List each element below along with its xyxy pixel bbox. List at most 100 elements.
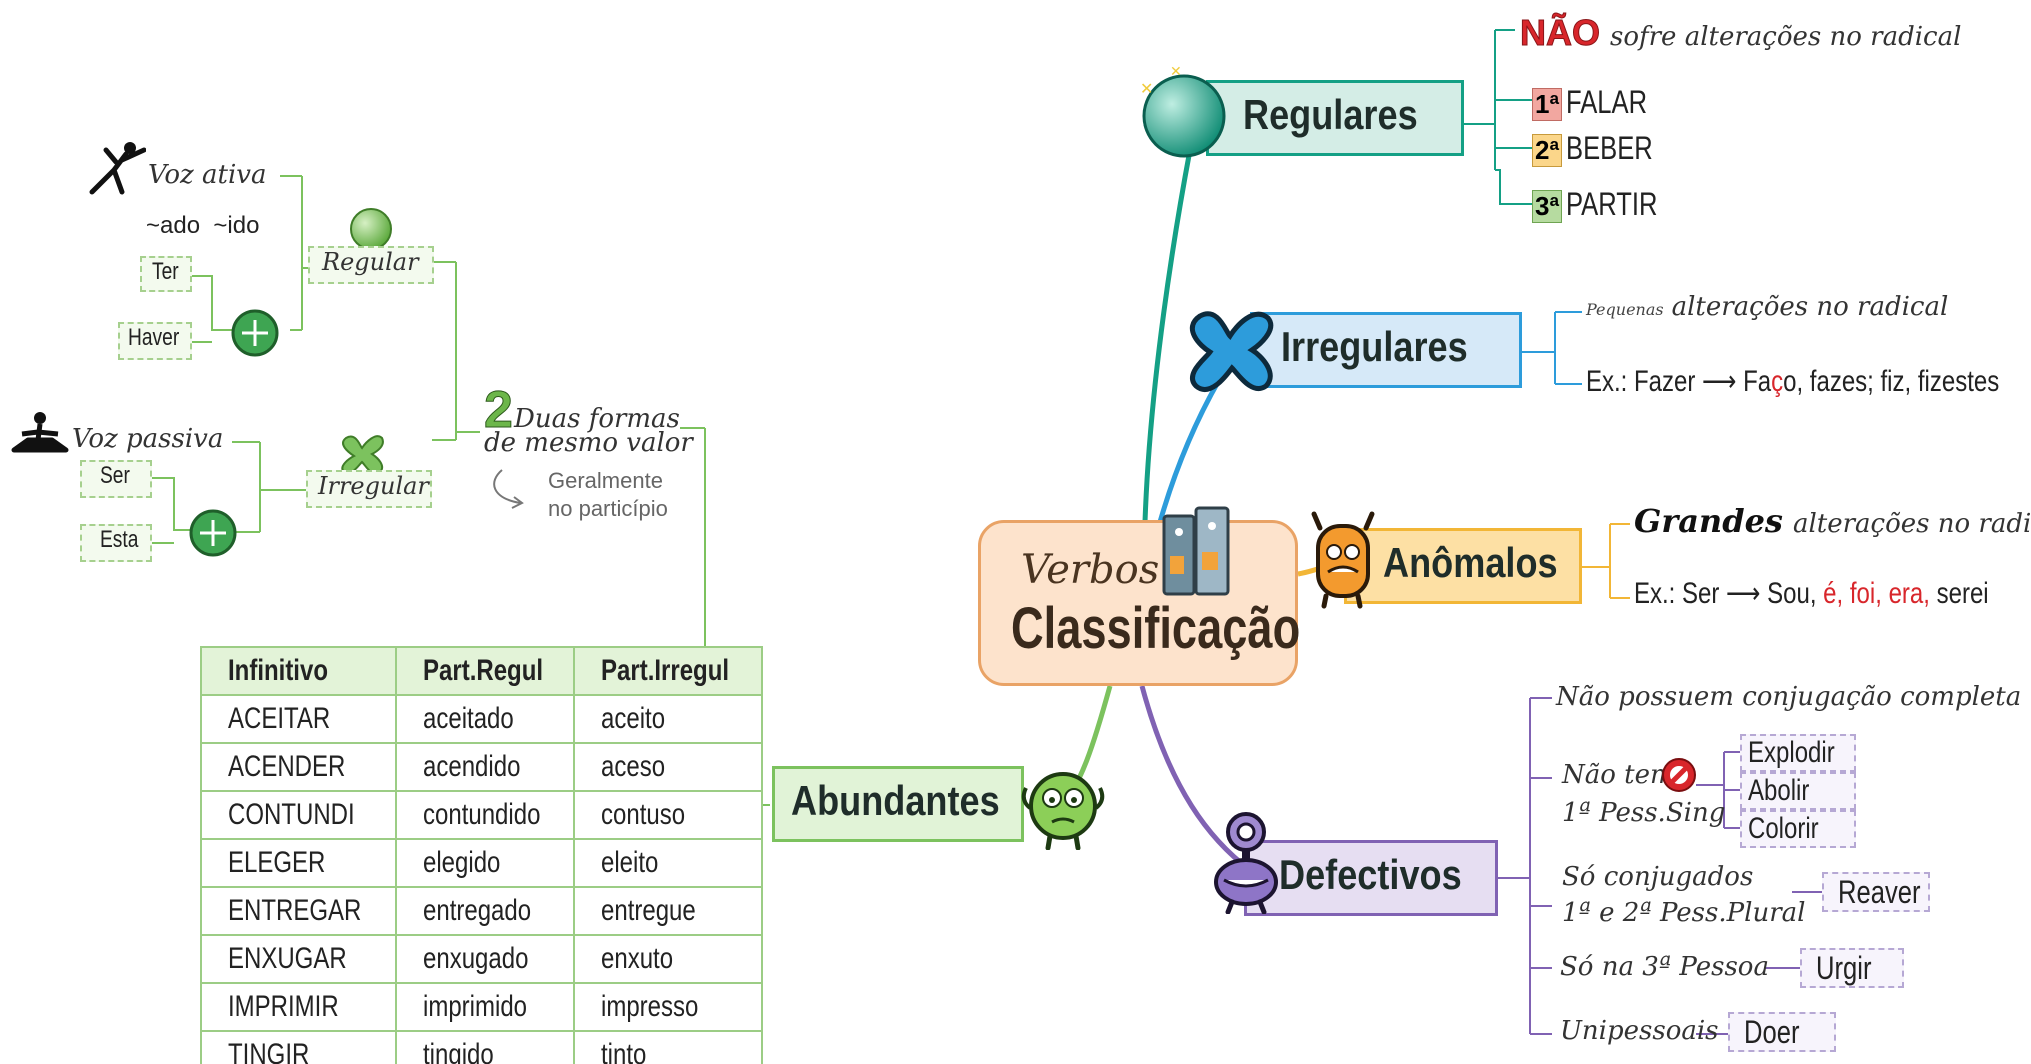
conj-item: 2ª BEBER [1532, 130, 1675, 167]
svg-text:✕: ✕ [1170, 64, 1182, 80]
arrow-right-icon: ⟶ [1702, 365, 1744, 398]
cell-text: acendido [422, 750, 521, 783]
conj-verb: FALAR [1566, 84, 1648, 120]
cell-text: contuso [600, 798, 685, 831]
esta-label: Esta [100, 526, 139, 553]
irregulares-example: Ex.: Fazer ⟶ Faço, fazes; fiz, fizestes [1586, 364, 2031, 399]
table-cell: ENXUGAR [200, 934, 397, 984]
abundantes-title: Abundantes [791, 777, 1000, 824]
anomalos-big: Grandes [1634, 502, 1783, 540]
regular-node: Regular [308, 246, 434, 284]
table-row: TINGIR tingido tinto [200, 1030, 763, 1064]
ex-sou: Sou, [1767, 577, 1817, 610]
svg-text:✕: ✕ [1140, 79, 1153, 98]
table-cell: IMPRIMIR [200, 982, 397, 1032]
defectivo-item-label: Explodir [1748, 736, 1835, 769]
cell-text: elegido [422, 846, 501, 879]
number-two-label: 2 [484, 381, 514, 440]
cell-text: ENXUGAR [228, 942, 347, 975]
purple-monster-icon [1214, 812, 1278, 914]
plus-circle-icon [231, 309, 279, 357]
haver-node: Haver [118, 322, 192, 360]
table-cell: impresso [572, 982, 763, 1032]
cell-text: ACENDER [228, 750, 346, 783]
note-line2: no particípio [548, 496, 668, 521]
irregulares-small: Pequenas [1586, 300, 1664, 319]
defectivos-b3-line1: Só conjugados [1562, 862, 1754, 892]
table-cell: enxuto [572, 934, 763, 984]
defectivo-item: Colorir [1740, 810, 1856, 848]
table-cell: enxugado [394, 934, 575, 984]
defectivo-item: Explodir [1740, 734, 1856, 772]
ex-foi: foi, [1849, 577, 1882, 610]
table-cell: contundido [394, 790, 575, 840]
green-monster-icon [1021, 772, 1105, 850]
table-row: ACEITAR aceitado aceito [200, 694, 763, 744]
central-topic[interactable]: Verbos Classificação [978, 520, 1300, 686]
cell-text: entregado [422, 894, 531, 927]
plus-circle-icon [189, 509, 237, 557]
defectivos-b3-line2: 1ª e 2ª Pess.Plural [1562, 898, 1806, 928]
cell-text: impresso [600, 990, 699, 1023]
binders-icon [1162, 506, 1230, 596]
table-cell: ELEGER [200, 838, 397, 888]
topic-irregulares[interactable]: Irregulares [1250, 312, 1522, 388]
teal-sphere-icon: ✕ ✕ [1140, 64, 1226, 158]
haver-label: Haver [128, 324, 180, 351]
table-cell: entregado [394, 886, 575, 936]
sitting-person-icon [11, 412, 69, 453]
defectivo-item: Reaver [1822, 872, 1930, 912]
table-cell: ACEITAR [200, 694, 397, 744]
note-line1: Geralmente [548, 468, 663, 493]
defectivo-item-label: Urgir [1816, 950, 1872, 986]
ser-label: Ser [100, 462, 130, 489]
defectivos-b2-line1: Não tem [1562, 760, 1675, 790]
conj-item: 1ª FALAR [1532, 84, 1667, 121]
central-title-line1: Verbos [1021, 547, 1160, 593]
regulares-nao-line: NÃO sofre alterações no radical [1520, 12, 1962, 54]
conj-num: 3ª [1532, 190, 1563, 223]
prohibited-icon [1662, 758, 1696, 792]
irregulares-title: Irregulares [1281, 323, 1468, 370]
topic-defectivos[interactable]: Defectivos [1244, 840, 1498, 916]
table-cell: contuso [572, 790, 763, 840]
table-header-row: Infinitivo Part.Regul Part.Irregul [200, 646, 763, 696]
stretching-person-icon [89, 142, 146, 195]
defectivo-item-label: Doer [1744, 1014, 1800, 1050]
topic-abundantes[interactable]: Abundantes [772, 766, 1024, 842]
conj-verb: BEBER [1566, 130, 1653, 166]
table-cell: eleito [572, 838, 763, 888]
table-cell: acendido [394, 742, 575, 792]
cell-text: CONTUNDI [228, 798, 355, 831]
defectivo-item: Doer [1728, 1012, 1836, 1052]
voz-passiva-label: Voz passiva [72, 424, 224, 454]
topic-regulares[interactable]: Regulares [1206, 80, 1464, 156]
cell-text: imprimido [422, 990, 527, 1023]
header-label: Part.Regul [422, 654, 543, 687]
anomalos-desc: alterações no radical [1792, 509, 2031, 539]
table-row: ACENDER acendido aceso [200, 742, 763, 792]
cell-text: aceso [600, 750, 665, 783]
table-cell: aceitado [394, 694, 575, 744]
anomalos-desc-line: Grandes alterações no radical [1634, 502, 2031, 540]
regulares-desc: sofre alterações no radical [1610, 22, 1962, 52]
cell-text: contundido [422, 798, 541, 831]
cell-text: entregue [600, 894, 696, 927]
irregular-node: Irregular [306, 470, 432, 508]
ex-c-highlight: ç [1771, 365, 1784, 398]
table-cell: TINGIR [200, 1030, 397, 1064]
irregulares-desc: alterações no radical [1671, 292, 1949, 322]
topic-anomalos[interactable]: Anômalos [1344, 528, 1582, 604]
table-cell: ACENDER [200, 742, 397, 792]
table-cell: ENTREGAR [200, 886, 397, 936]
table-cell: tinto [572, 1030, 763, 1064]
conj-item: 3ª PARTIR [1532, 186, 1680, 223]
anomalos-example: Ex.: Ser ⟶ Sou, é, foi, era, serei [1634, 576, 2031, 611]
defectivos-b2-line2: 1ª Pess.Sing [1562, 798, 1726, 828]
nao-label: NÃO [1520, 12, 1601, 54]
anomalos-title: Anômalos [1383, 539, 1558, 586]
ex-fa: Fa [1743, 365, 1772, 398]
table-row: IMPRIMIR imprimido impresso [200, 982, 763, 1032]
table-header: Infinitivo [200, 646, 397, 696]
table-header: Part.Regul [394, 646, 575, 696]
